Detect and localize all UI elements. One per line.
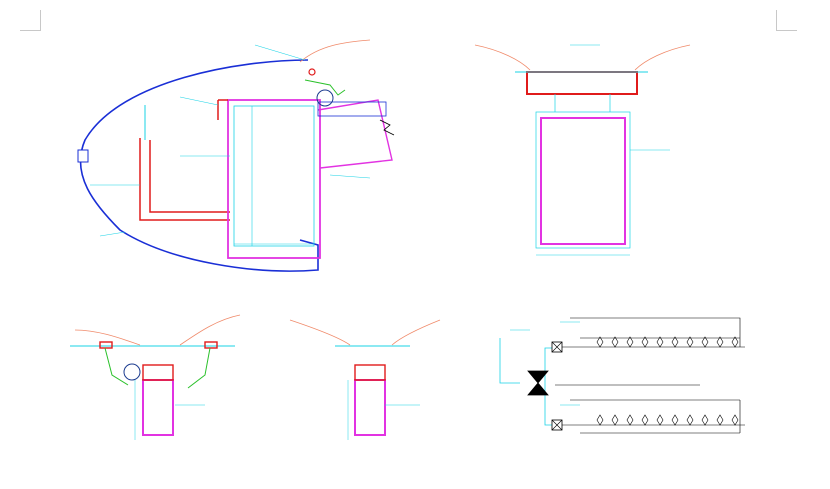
lower-nozzle-row [596, 414, 739, 426]
green-arm-right [187, 347, 211, 389]
salmon-hood-left [289, 319, 351, 346]
figure-1-section-view [77, 39, 395, 272]
magenta-tank [354, 379, 386, 436]
salmon-hood-left [74, 329, 141, 346]
cyan-tank-outline [535, 111, 631, 249]
main-pipe-loop [499, 338, 555, 426]
blue-frame-right [317, 101, 387, 117]
salmon-hood-right [634, 44, 691, 71]
upper-manifold [562, 317, 745, 348]
duct-break-line [379, 119, 395, 136]
valve-circle [123, 363, 141, 381]
figure-2-section-view [474, 44, 691, 256]
figure-5-piping-schematic [499, 317, 745, 434]
red-cap [354, 364, 386, 381]
green-arm-left [104, 347, 129, 386]
cyan-tank-inner [233, 105, 315, 247]
valve-cross-lower [551, 419, 563, 431]
red-l-bracket [139, 138, 230, 221]
green-linkage [304, 79, 346, 96]
corner-mark-top-left [20, 10, 41, 31]
red-top-frame [526, 71, 638, 95]
leader-line [99, 231, 126, 237]
corner-mark-top-right [776, 10, 797, 31]
pump-bowtie-icon [527, 370, 549, 396]
red-clamp-left [99, 341, 113, 349]
duct-outlet [317, 99, 393, 169]
magenta-tank [227, 99, 321, 259]
leader-line [254, 44, 306, 61]
salmon-hood-right [391, 319, 441, 346]
salmon-hood-line [299, 39, 371, 63]
fan-shaped-outline [79, 59, 319, 272]
salmon-hood-right [179, 314, 241, 346]
upper-nozzle-row [596, 336, 739, 348]
salmon-hood-left [474, 44, 531, 71]
red-cap [142, 364, 174, 381]
notch-rect [77, 149, 89, 163]
leader-line [329, 174, 371, 179]
valve-cross-upper [551, 341, 563, 353]
magenta-tank [142, 379, 174, 436]
figure-4-section-view [289, 319, 441, 440]
red-top-lip [217, 99, 228, 120]
lower-manifold [562, 399, 745, 434]
figure-3-section-view [70, 314, 241, 440]
valve-circle [316, 89, 334, 107]
red-fitting [308, 68, 316, 76]
magenta-tank [540, 117, 626, 245]
leader-line [179, 96, 219, 106]
red-clamp-right [204, 341, 218, 349]
